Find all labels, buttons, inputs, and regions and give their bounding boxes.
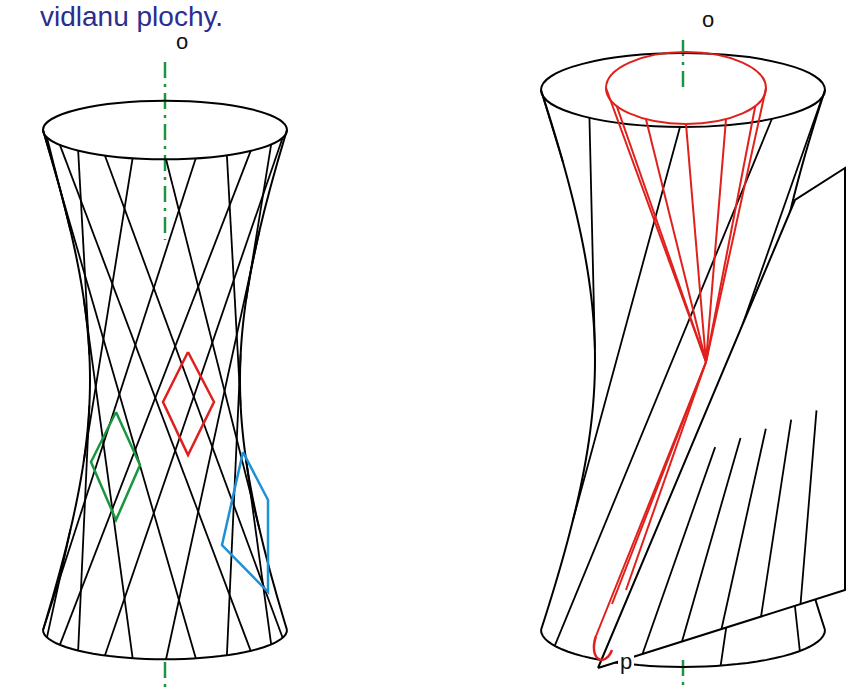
plane-ruling [642, 447, 715, 654]
hyperboloid-right [541, 40, 845, 687]
ruling-line [105, 138, 283, 656]
outline [240, 130, 287, 630]
cone-ruling [686, 124, 706, 362]
cone-ruling [706, 88, 766, 362]
rhombus-mesh [222, 452, 268, 592]
ruling-line [60, 145, 251, 651]
axis-line [164, 662, 167, 687]
ruling-line [47, 529, 71, 637]
cone-ruling [596, 362, 706, 636]
ruling-line [166, 159, 259, 529]
ruling-line [105, 155, 283, 637]
ruling-line [227, 155, 241, 405]
ruling-line [246, 144, 271, 299]
outline [541, 90, 595, 630]
cone-ruling [606, 88, 706, 362]
ruling-line [573, 127, 680, 521]
ruling-line [166, 231, 259, 660]
top-rim [43, 101, 287, 160]
cone-ruling [706, 119, 726, 362]
plane-ruling [722, 429, 766, 629]
axis-label: p [618, 650, 634, 674]
cone-rim [594, 636, 612, 660]
plane-ruling [801, 410, 817, 604]
cone-ruling [646, 119, 706, 362]
cone-ruling [706, 106, 755, 362]
hyperboloid-left [43, 62, 287, 687]
axis-line [164, 62, 167, 240]
ruling-line [78, 405, 89, 650]
top-rim [541, 53, 825, 127]
ruling-line [543, 96, 563, 162]
ruling-line [43, 130, 196, 658]
axis-label: o [174, 30, 190, 54]
rhombus-mesh [163, 352, 214, 455]
ruling-line [589, 118, 594, 349]
cone-ruling [626, 362, 706, 590]
heading: vidlanu plochy. [40, 2, 223, 33]
axis-label: o [700, 8, 716, 32]
tangent-plane [598, 168, 845, 668]
plane-ruling [682, 438, 741, 642]
plane-ruling [761, 420, 791, 617]
axis-line [682, 660, 685, 687]
cone-ruling [612, 362, 706, 604]
axis-line [682, 40, 685, 88]
ruling-line [84, 299, 133, 658]
rhombus-mesh [91, 412, 140, 520]
cone-rim [606, 52, 766, 124]
